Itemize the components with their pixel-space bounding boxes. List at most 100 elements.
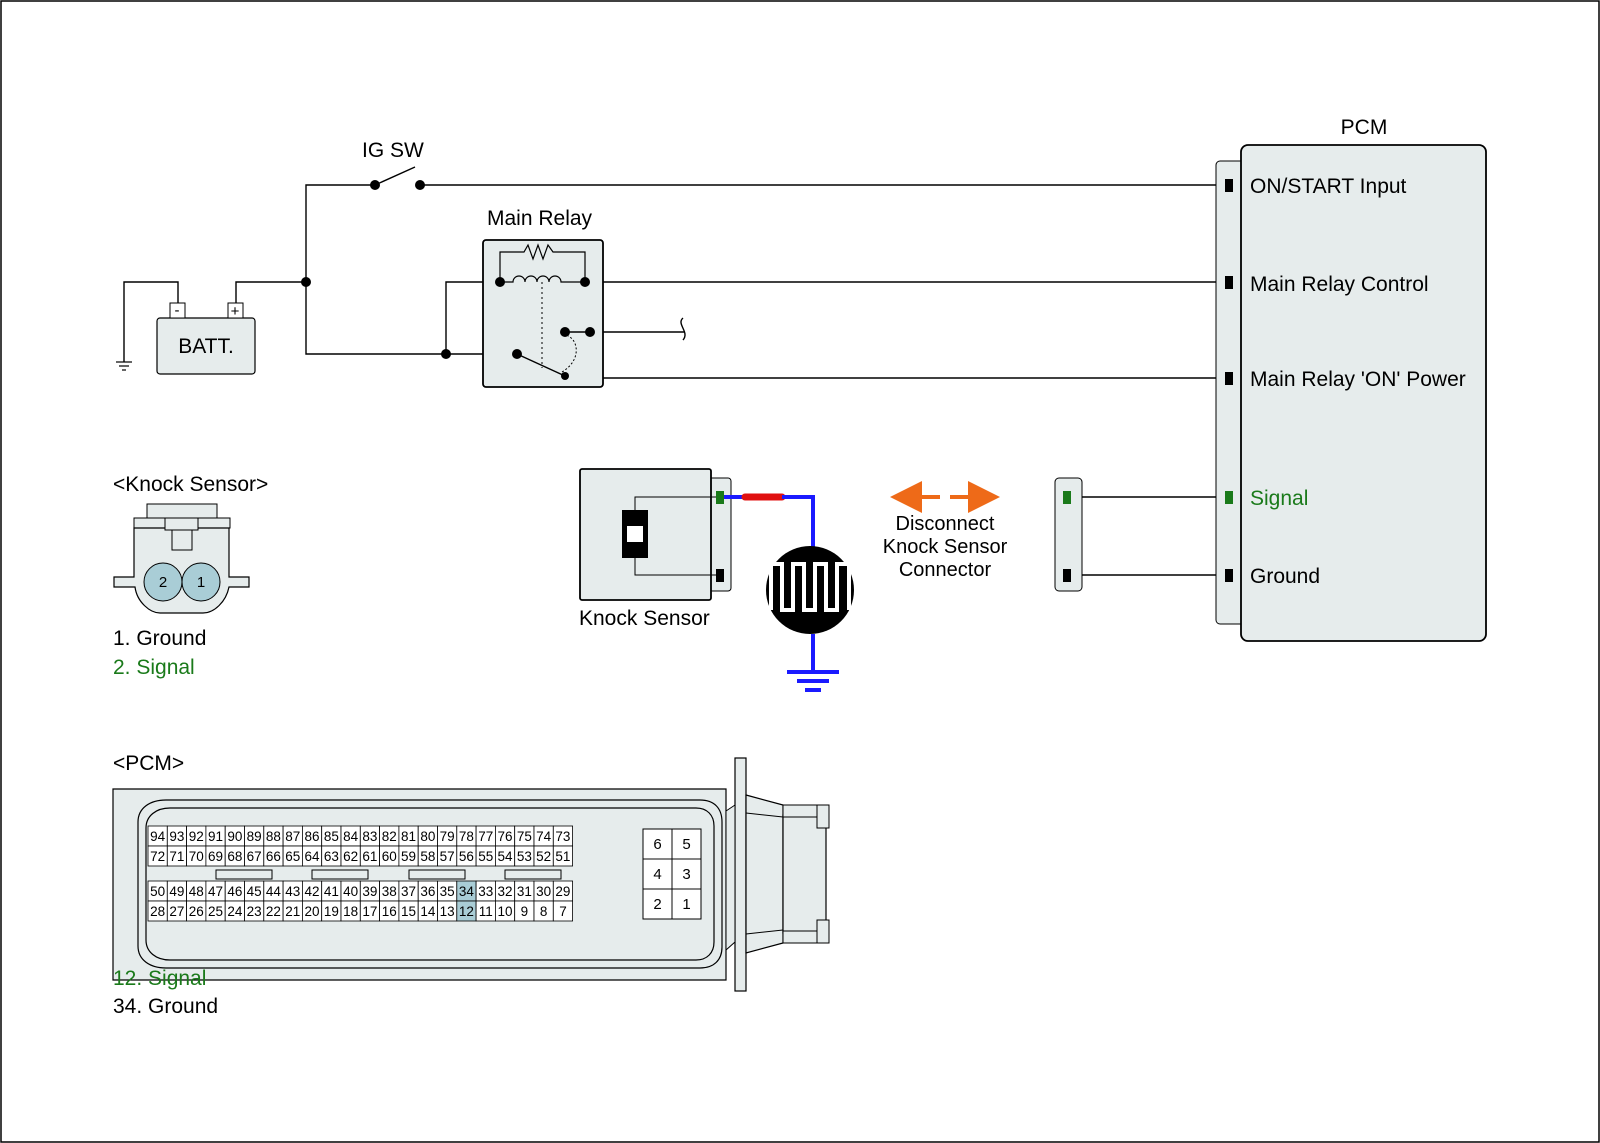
pcm-pin-31: 31 xyxy=(514,880,535,902)
pcm-terminal-signal-label: Signal xyxy=(1250,487,1308,510)
pcm-pin-78: 78 xyxy=(456,825,477,847)
pcm-pin-label: 60 xyxy=(382,849,397,864)
pcm-pin-62: 62 xyxy=(340,845,361,867)
pcm-pin-label: 22 xyxy=(266,904,281,919)
pcm-legend-signal: 12. Signal xyxy=(113,967,206,990)
pcm-connector-section-title: <PCM> xyxy=(113,752,184,775)
pcm-pin-13: 13 xyxy=(437,900,458,922)
pcm-pin-label: 79 xyxy=(440,829,455,844)
pcm-pin-label: 27 xyxy=(169,904,184,919)
pcm-pin-label: 85 xyxy=(324,829,339,844)
pcm-pin-label: 19 xyxy=(324,904,339,919)
pcm-pin-label: 92 xyxy=(189,829,204,844)
disconnect-text-line3: Connector xyxy=(899,559,992,581)
pcm-pin-label: 16 xyxy=(382,904,397,919)
pcm-pin-68: 68 xyxy=(224,845,245,867)
pcm-pin-label: 38 xyxy=(382,884,397,899)
harness-pin-ground xyxy=(1063,569,1071,582)
pcm-pin-26: 26 xyxy=(186,900,207,922)
pcm-pin-57: 57 xyxy=(437,845,458,867)
pcm-pin-67: 67 xyxy=(244,845,265,867)
pcm-pin-label: 77 xyxy=(478,829,493,844)
pcm-pin-label: 20 xyxy=(305,904,320,919)
pcm-pin-65: 65 xyxy=(282,845,303,867)
pcm-pin-64: 64 xyxy=(301,845,323,867)
pcm-pin-50: 50 xyxy=(147,880,168,902)
pcm-pin-38: 38 xyxy=(379,880,400,902)
pcm-pin-label: 46 xyxy=(227,884,242,899)
pcm-pin-label: 42 xyxy=(305,884,320,899)
pcm-pin-ground xyxy=(1225,569,1233,582)
pcm-pin-85: 85 xyxy=(321,825,342,847)
pcm-pin-label: 73 xyxy=(555,829,570,844)
pcm-pin-43: 43 xyxy=(282,880,303,902)
pcm-pin-93: 93 xyxy=(166,825,188,847)
pcm-pin-91: 91 xyxy=(205,825,226,847)
pcm-pin-label: 61 xyxy=(362,849,377,864)
pcm-pin-33: 33 xyxy=(475,880,496,902)
pcm-pin-80: 80 xyxy=(417,825,438,847)
pcm-pin-label: 74 xyxy=(536,829,552,844)
knock-sensor-name-label: Knock Sensor xyxy=(579,607,710,630)
pcm-terminal-ground-label: Ground xyxy=(1250,565,1320,588)
probe-blue-lead xyxy=(782,495,815,550)
harness-pin-signal xyxy=(1063,491,1071,504)
pcm-pin-55: 55 xyxy=(475,845,496,867)
pcm-pin-18: 18 xyxy=(340,900,361,922)
pcm-pin-75: 75 xyxy=(514,825,535,847)
knock-legend-ground: 1. Ground xyxy=(113,627,206,650)
pcm-pin-32: 32 xyxy=(494,880,516,902)
ground-wire xyxy=(123,281,179,362)
pcm-pin-label: 28 xyxy=(150,904,165,919)
battery-negative-terminal xyxy=(169,302,186,319)
pcm-pin-label: 94 xyxy=(150,829,166,844)
pcm-pin-44: 44 xyxy=(263,880,284,902)
pcm-pin-45: 45 xyxy=(244,880,265,902)
pcm-pin-15: 15 xyxy=(398,900,419,922)
pcm-pin-label: 47 xyxy=(208,884,223,899)
pcm-pin-47: 47 xyxy=(205,880,226,902)
pcm-pin-main-relay-on-power xyxy=(1225,372,1233,385)
junction-dots xyxy=(301,180,451,359)
pcm-pin-signal xyxy=(1225,491,1233,504)
disconnect-text-line2: Knock Sensor xyxy=(883,536,1008,558)
pcm-pin-83: 83 xyxy=(359,825,380,847)
pcm-small-pin-label: 4 xyxy=(653,866,661,883)
pcm-key-3 xyxy=(408,869,466,880)
pcm-pin-label: 66 xyxy=(266,849,281,864)
pcm-small-pin-1: 1 xyxy=(671,888,702,920)
pcm-title: PCM xyxy=(1341,116,1388,139)
pcm-pin-label: 17 xyxy=(362,904,377,919)
pcm-pin-56: 56 xyxy=(456,845,477,867)
pcm-key-4 xyxy=(504,869,562,880)
pcm-pin-label: 69 xyxy=(208,849,223,864)
pcm-pin-61: 61 xyxy=(359,845,380,867)
pcm-pin-41: 41 xyxy=(321,880,342,902)
pcm-pin-14: 14 xyxy=(417,900,438,922)
pcm-pin-36: 36 xyxy=(417,880,438,902)
pcm-pin-label: 72 xyxy=(150,849,165,864)
pcm-pin-label: 21 xyxy=(285,904,300,919)
pcm-pin-25: 25 xyxy=(205,900,226,922)
pcm-pin-label: 89 xyxy=(247,829,262,844)
pcm-pin-label: 51 xyxy=(555,849,570,864)
relay-coil-icon xyxy=(500,275,585,283)
pcm-pin-40: 40 xyxy=(340,880,361,902)
knock-sensor-unit: Knock Sensor xyxy=(579,468,732,630)
pcm-pin-16: 16 xyxy=(379,900,400,922)
knock-sensor-pin-signal xyxy=(716,491,724,504)
pcm-pin-12: 12 xyxy=(456,900,477,922)
knock-connector-pin-1 xyxy=(181,562,221,602)
pcm-pin-label: 41 xyxy=(324,884,339,899)
pcm-pin-label: 31 xyxy=(517,884,532,899)
pcm-pin-8: 8 xyxy=(533,900,554,922)
harness-connector-body xyxy=(1054,477,1083,592)
pcm-pin-70: 70 xyxy=(186,845,207,867)
pcm-pin-label: 36 xyxy=(420,884,435,899)
pcm-pin-label: 49 xyxy=(169,884,184,899)
pcm-pin-label: 35 xyxy=(440,884,455,899)
pcm-pin-71: 71 xyxy=(166,845,188,867)
pcm-pin-35: 35 xyxy=(437,880,458,902)
ig-switch: IG SW xyxy=(362,139,424,186)
pcm-pin-label: 71 xyxy=(169,849,184,864)
